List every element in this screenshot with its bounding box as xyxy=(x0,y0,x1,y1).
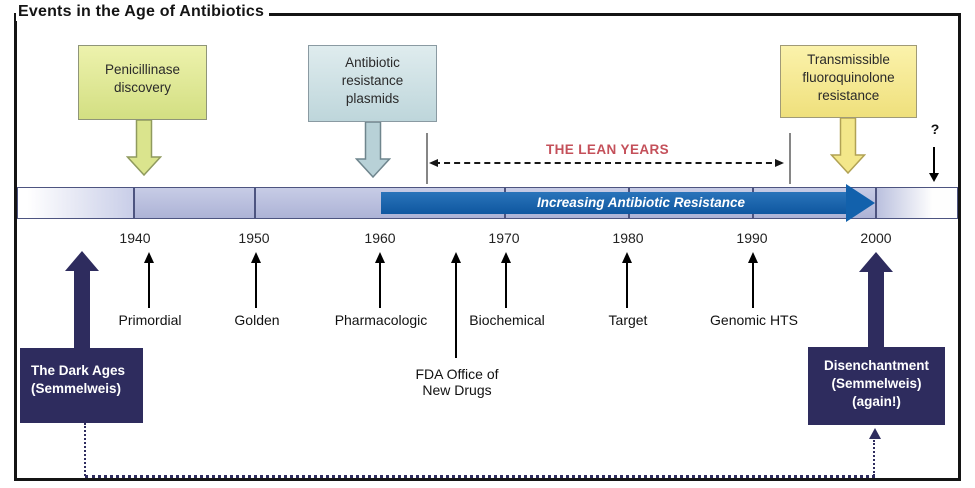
disenchantment-line: (again!) xyxy=(852,394,901,410)
lean-years-right-bar xyxy=(789,133,791,184)
callout-penicillinase-discovery: Penicillinase discovery xyxy=(78,45,207,120)
callout-line: resistance xyxy=(817,88,880,104)
arrow-line xyxy=(455,262,457,358)
callout-line: Antibiotic xyxy=(345,55,400,70)
callout-line: Transmissible xyxy=(807,52,890,67)
band-segment-post-2000 xyxy=(875,188,957,218)
year-label-1950: 1950 xyxy=(238,230,270,246)
band-segment-pre-1940 xyxy=(18,188,133,218)
arrow-line xyxy=(752,262,754,308)
year-label-1970: 1970 xyxy=(488,230,520,246)
band-divider-1940 xyxy=(133,188,135,218)
increasing-resistance-arrowhead-icon xyxy=(846,184,875,222)
teal-down-arrow-icon xyxy=(355,122,391,178)
dark-ages-box: The Dark Ages (Semmelweis) xyxy=(20,348,143,423)
up-arrowhead-icon xyxy=(144,252,154,263)
year-label-1980: 1980 xyxy=(612,230,644,246)
lean-years-left-arrowhead-icon xyxy=(429,159,438,167)
green-down-arrow-icon xyxy=(126,120,162,176)
callout-antibiotic-resistance-plasmids: Antibiotic resistance plasmids xyxy=(308,45,437,122)
up-arrowhead-icon xyxy=(501,252,511,263)
disenchantment-up-arrow-icon xyxy=(859,252,893,347)
dark-ages-line: (Semmelweis) xyxy=(31,381,122,397)
callout-line: resistance xyxy=(341,73,404,89)
era-primordial: Primordial xyxy=(90,252,210,332)
dark-ages-up-arrow-icon xyxy=(65,251,99,348)
disenchantment-box: Disenchantment (Semmelweis) (again!) xyxy=(808,347,945,425)
arrow-line xyxy=(505,262,507,308)
era-golden: Golden xyxy=(197,252,317,332)
disenchantment-line: Disenchantment xyxy=(823,358,930,373)
era-biochemical: Biochemical xyxy=(447,252,567,332)
increasing-resistance-arrow: Increasing Antibiotic Resistance xyxy=(381,192,846,214)
figure-title: Events in the Age of Antibiotics xyxy=(16,3,270,21)
band-divider-2000 xyxy=(875,188,877,218)
lean-years-left-bar xyxy=(426,133,428,184)
callout-line: plasmids xyxy=(345,91,400,107)
callout-line: discovery xyxy=(113,80,172,96)
dotted-connector-right-vertical xyxy=(873,440,875,476)
year-label-2000: 2000 xyxy=(860,230,892,246)
disenchantment-line: (Semmelweis) xyxy=(831,376,922,392)
arrow-line xyxy=(255,262,257,308)
era-label: Biochemical xyxy=(469,312,545,328)
future-question-mark: ? xyxy=(930,121,940,137)
arrow-line xyxy=(379,262,381,308)
era-label: Pharmacologic xyxy=(334,312,428,328)
era-label: Golden xyxy=(234,312,280,328)
timeline-band: Increasing Antibiotic Resistance xyxy=(17,184,958,222)
lean-years-dashed-line xyxy=(434,162,782,164)
yellow-down-arrow-icon xyxy=(830,118,866,174)
up-arrowhead-icon xyxy=(375,252,385,263)
era-pharmacologic: Pharmacologic xyxy=(321,252,441,332)
up-arrowhead-icon xyxy=(622,252,632,263)
lean-years-right-arrowhead-icon xyxy=(775,159,784,167)
figure-frame xyxy=(14,13,961,481)
era-label: Target xyxy=(608,312,648,328)
era-label: Primordial xyxy=(118,312,182,328)
up-arrowhead-icon xyxy=(251,252,261,263)
year-label-1960: 1960 xyxy=(364,230,396,246)
era-label: Genomic HTS xyxy=(710,312,798,328)
arrow-line xyxy=(148,262,150,308)
fda-office-marker: FDA Office of New Drugs xyxy=(397,252,517,402)
callout-transmissible-fluoroquinolone-resistance: Transmissible fluoroquinolone resistance xyxy=(780,45,917,118)
band-divider-1950 xyxy=(254,188,256,218)
year-label-1990: 1990 xyxy=(736,230,768,246)
future-arrow-line xyxy=(933,147,935,175)
up-arrowhead-icon xyxy=(451,252,461,263)
lean-years-label: THE LEAN YEARS xyxy=(545,142,670,157)
era-target: Target xyxy=(568,252,688,332)
callout-line: Penicillinase xyxy=(104,62,181,77)
future-down-arrowhead-icon xyxy=(929,173,939,182)
era-genomic-hts: Genomic HTS xyxy=(694,252,814,332)
dotted-connector-left-vertical xyxy=(84,423,86,476)
dotted-connector-horizontal xyxy=(85,475,875,478)
fda-label-line1: FDA Office of xyxy=(415,366,499,382)
up-arrowhead-icon xyxy=(748,252,758,263)
dotted-connector-up-arrowhead-icon xyxy=(869,428,881,439)
fda-label-line2: New Drugs xyxy=(422,382,492,398)
dark-ages-line: The Dark Ages xyxy=(31,363,126,378)
arrow-line xyxy=(626,262,628,308)
callout-line: fluoroquinolone xyxy=(802,70,895,86)
year-label-1940: 1940 xyxy=(119,230,151,246)
